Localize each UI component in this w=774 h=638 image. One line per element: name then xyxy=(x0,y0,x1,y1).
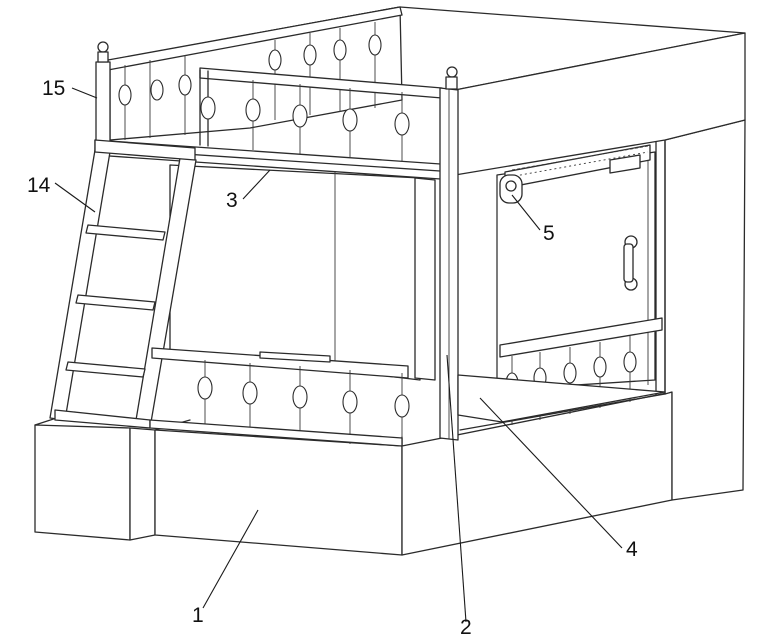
callout-1: 1 xyxy=(192,604,204,627)
base-cabinet xyxy=(34,391,673,556)
panel-handle xyxy=(623,235,638,291)
ladder xyxy=(49,139,197,429)
lower-front-railing xyxy=(149,347,410,447)
callout-4: 4 xyxy=(626,538,638,561)
callout-2: 2 xyxy=(460,616,472,638)
callout-15: 15 xyxy=(42,77,65,100)
corner-posts xyxy=(95,41,459,441)
callout-5: 5 xyxy=(543,222,555,245)
callout-labels: 1 2 3 4 5 14 15 xyxy=(27,77,638,638)
leader-lines xyxy=(54,87,623,623)
callout-3: 3 xyxy=(226,189,238,212)
callout-14: 14 xyxy=(27,174,51,197)
slide-track xyxy=(499,144,651,204)
lower-side-railing xyxy=(457,317,666,431)
